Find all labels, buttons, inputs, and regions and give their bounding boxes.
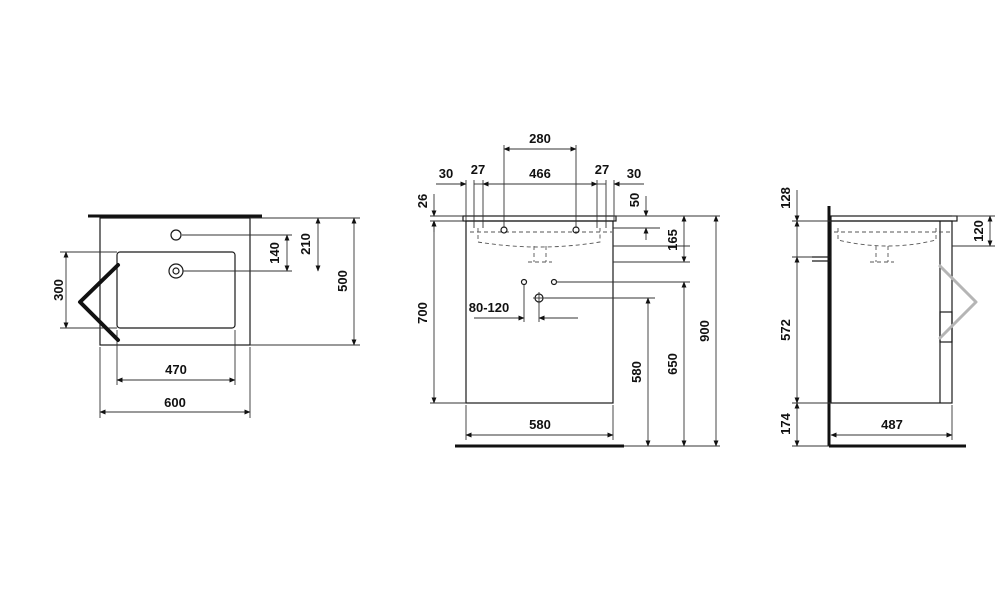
label-600: 600 [164, 395, 186, 410]
chevron-right-icon [938, 264, 978, 340]
label-650: 650 [665, 353, 680, 375]
label-900: 900 [697, 320, 712, 342]
label-580-width: 580 [529, 417, 551, 432]
label-30-right: 30 [627, 166, 641, 181]
next-button[interactable] [930, 255, 985, 350]
front-countertop [462, 215, 617, 222]
front-cabinet [465, 220, 614, 404]
label-174: 174 [778, 412, 793, 434]
label-210: 210 [298, 233, 313, 255]
label-120: 120 [971, 220, 986, 242]
side-countertop [830, 215, 958, 222]
prev-button[interactable] [70, 255, 125, 350]
label-470: 470 [165, 362, 187, 377]
side-bowl-hidden [837, 228, 937, 247]
label-466: 466 [529, 166, 551, 181]
label-700: 700 [415, 302, 430, 324]
label-27-right: 27 [595, 162, 609, 177]
label-26: 26 [415, 194, 430, 208]
label-128: 128 [778, 187, 793, 209]
label-30-left: 30 [439, 166, 453, 181]
label-580-height: 580 [629, 361, 644, 383]
chevron-left-icon [78, 263, 120, 342]
side-view: 128 572 174 120 487 [778, 187, 995, 448]
label-572: 572 [778, 319, 793, 341]
front-view: 280 466 30 27 27 30 26 700 80-120 [415, 131, 720, 448]
bowl-outline [116, 251, 236, 329]
front-bowl-hidden [477, 228, 601, 248]
label-50: 50 [627, 193, 642, 207]
label-280: 280 [529, 131, 551, 146]
drain-inner [172, 267, 180, 275]
label-80-120: 80-120 [469, 300, 509, 315]
tap-hole [170, 229, 182, 241]
drain [168, 263, 184, 279]
label-27-left: 27 [471, 162, 485, 177]
label-140: 140 [267, 242, 282, 264]
label-300: 300 [51, 279, 66, 301]
supply-left [520, 278, 528, 286]
supply-right [550, 278, 558, 286]
label-500: 500 [335, 270, 350, 292]
label-487: 487 [881, 417, 903, 432]
label-165: 165 [665, 229, 680, 251]
